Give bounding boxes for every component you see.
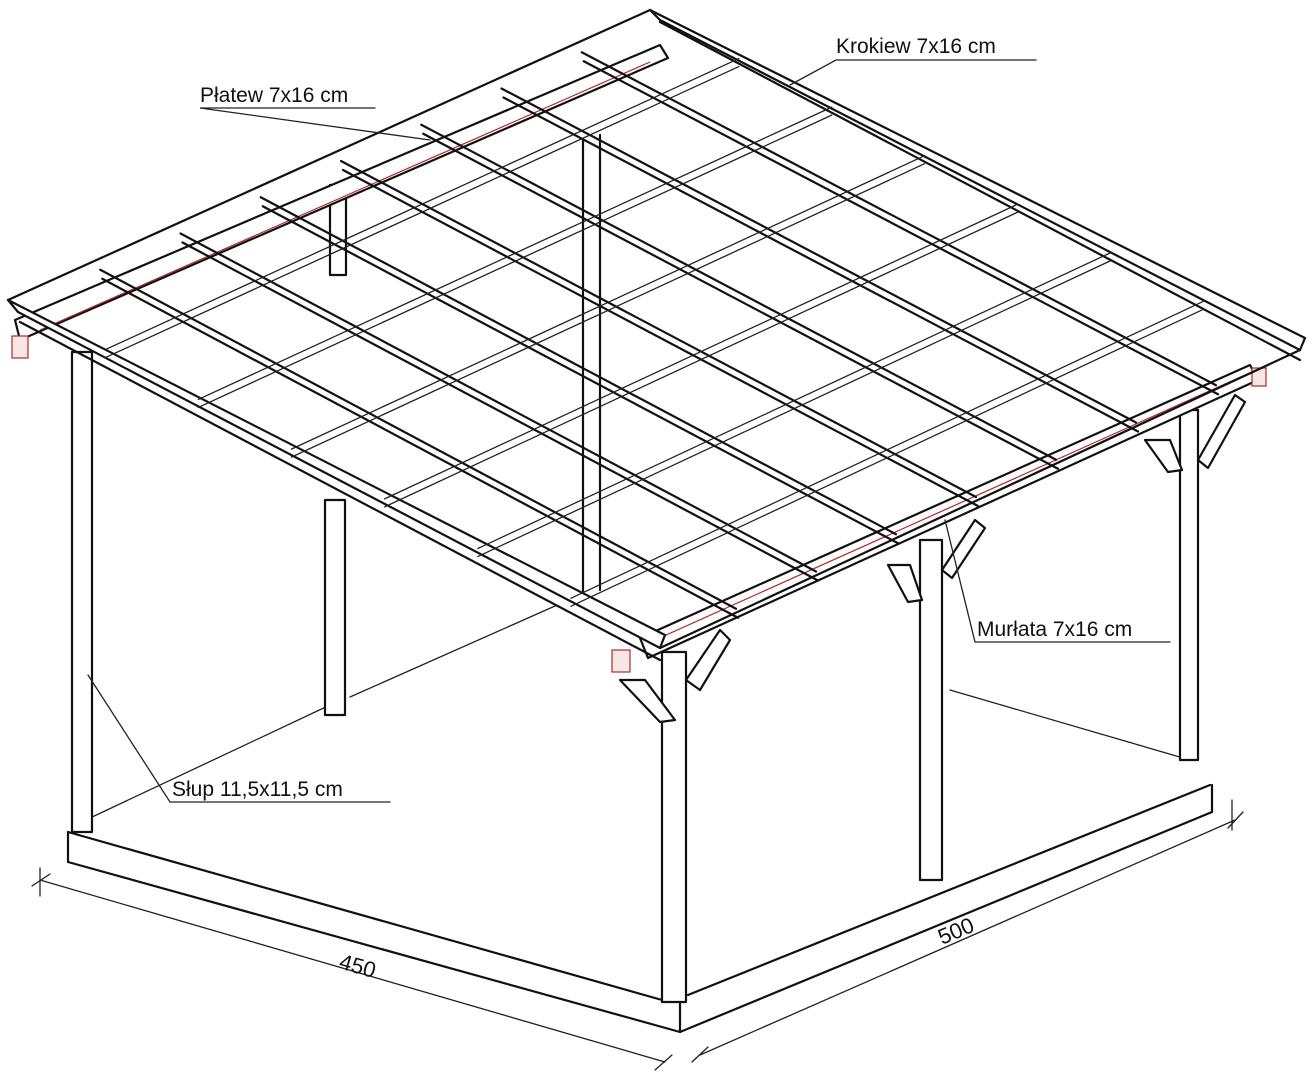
label-post: Słup 11,5x11,5 cm [172, 778, 343, 801]
rafter-edge-bottom [502, 96, 1140, 433]
purlin-line [570, 300, 1204, 599]
rafter-edge-top [339, 159, 978, 499]
rafter-edge-bottom [341, 168, 980, 508]
rafter-edge-top [500, 87, 1138, 424]
rafter-edge-top [179, 232, 818, 573]
purlin-line [104, 57, 740, 351]
purlin-line-lower [570, 308, 1204, 607]
purlin-line [383, 203, 1019, 500]
dimension-width [31, 867, 673, 1071]
dimension-length-label: 500 [934, 912, 978, 949]
floor-slab [66, 605, 1214, 1034]
rafter-edge-top [420, 123, 1058, 461]
post-back-left [323, 498, 347, 717]
post-back-right [1178, 408, 1200, 762]
label-rafter: Krokiew 7x16 cm [836, 35, 996, 58]
post-middle-right [918, 538, 944, 882]
purlin-line-lower [197, 114, 833, 409]
rafter-edge-top [580, 51, 1218, 387]
purlins [104, 57, 1204, 607]
rafter-edge-bottom [101, 277, 740, 619]
post-front-right [660, 650, 688, 1004]
rafter-edge-bottom [261, 205, 900, 545]
posts [70, 133, 1200, 1004]
rafter-edge-top [259, 196, 898, 536]
purlin-line-lower [383, 211, 1019, 508]
purlin-line-lower [104, 65, 740, 359]
post-front-left [70, 350, 94, 834]
purlin-line [290, 155, 926, 450]
purlin-line-lower [477, 260, 1111, 558]
rafters [99, 51, 1220, 619]
dimension-length [691, 799, 1244, 1063]
purlin-line [197, 106, 833, 401]
rafter-edge-bottom [181, 241, 820, 582]
leader-lines [87, 59, 1171, 803]
roof-frame [6, 8, 1307, 662]
label-wall-plate: Murłata 7x16 cm [977, 618, 1132, 641]
dimension-width-label: 450 [337, 949, 379, 983]
braces [618, 393, 1247, 724]
purlin-line [477, 252, 1111, 550]
label-purlin: Płatew 7x16 cm [200, 84, 348, 107]
purlin-line-lower [290, 163, 926, 458]
rafter-edge-top [99, 268, 738, 610]
rafter-edge-bottom [422, 132, 1060, 470]
rafter-edge-bottom [582, 60, 1220, 396]
